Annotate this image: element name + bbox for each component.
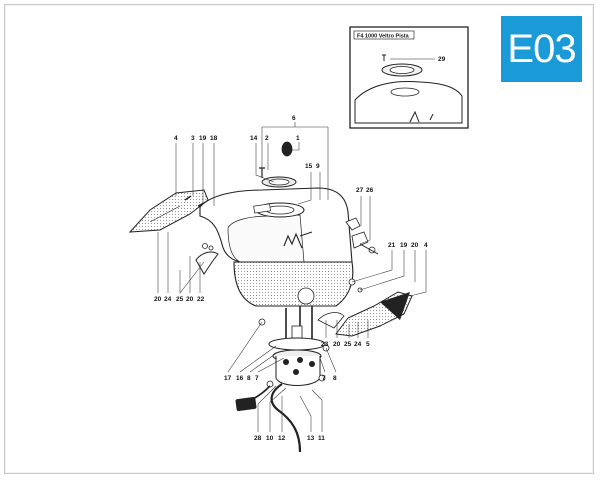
callout-4-left: 4	[174, 135, 178, 142]
callout-8-left: 8	[247, 375, 251, 382]
callout-28: 28	[254, 435, 262, 442]
leader-lines	[157, 122, 427, 432]
callout-16: 16	[236, 375, 244, 382]
callout-24-br: 24	[354, 341, 362, 348]
left-bracket	[128, 189, 209, 233]
inset-tank-top	[354, 81, 463, 124]
callout-18: 18	[210, 135, 218, 142]
callout-20-br: 20	[333, 341, 341, 348]
callout-9: 9	[316, 163, 320, 170]
fuel-hose	[235, 383, 302, 453]
hose-connector	[235, 396, 257, 412]
callout-19-left: 19	[199, 135, 207, 142]
callout-7-right: 7	[322, 375, 326, 382]
callout-21: 21	[388, 242, 396, 249]
callout-1: 1	[296, 135, 300, 142]
left-clip	[195, 243, 219, 275]
page-frame	[4, 4, 594, 474]
fuel-pump-assembly	[258, 306, 330, 388]
callout-19-right: 19	[400, 242, 408, 249]
callout-17: 17	[224, 375, 232, 382]
filler-ring	[261, 176, 297, 188]
callout-24-bl: 24	[164, 296, 172, 303]
right-upper-bracket	[345, 217, 379, 255]
fuel-tank	[199, 187, 354, 307]
callout-25-br: 25	[344, 341, 352, 348]
section-code-badge: E03	[501, 16, 582, 82]
callout-8-right: 8	[333, 375, 337, 382]
callout-26: 26	[366, 187, 374, 194]
callout-20-bl1: 20	[154, 296, 162, 303]
callout-2: 2	[265, 135, 269, 142]
callout-3: 3	[191, 135, 195, 142]
callout-7-left: 7	[255, 375, 259, 382]
callout-14: 14	[250, 135, 258, 142]
callout-11: 11	[318, 435, 325, 442]
callout-20-bl2: 20	[186, 296, 194, 303]
callout-13: 13	[307, 435, 315, 442]
inset-title: F4 1000 Veltro Pista	[357, 34, 410, 40]
callout-25-bl: 25	[176, 296, 184, 303]
inset-screw	[382, 54, 386, 61]
callout-labels: 6 1 2 14 4 3 19 18 15 9 27 26 21 19 20 4…	[154, 115, 428, 442]
callout-15: 15	[305, 163, 313, 170]
filler-cap	[281, 141, 293, 157]
callout-23: 23	[321, 341, 329, 348]
callout-6: 6	[292, 115, 296, 122]
callout-5: 5	[366, 341, 370, 348]
callout-12: 12	[278, 435, 286, 442]
callout-20-right: 20	[411, 242, 419, 249]
right-lower-bracket	[317, 278, 413, 337]
callout-10: 10	[266, 435, 274, 442]
callout-27: 27	[356, 187, 364, 194]
inset-label-29: 29	[438, 56, 446, 63]
inset-box: F4 1000 Veltro Pista 29	[349, 26, 469, 129]
callout-22: 22	[197, 296, 205, 303]
callout-4-right: 4	[424, 242, 428, 249]
